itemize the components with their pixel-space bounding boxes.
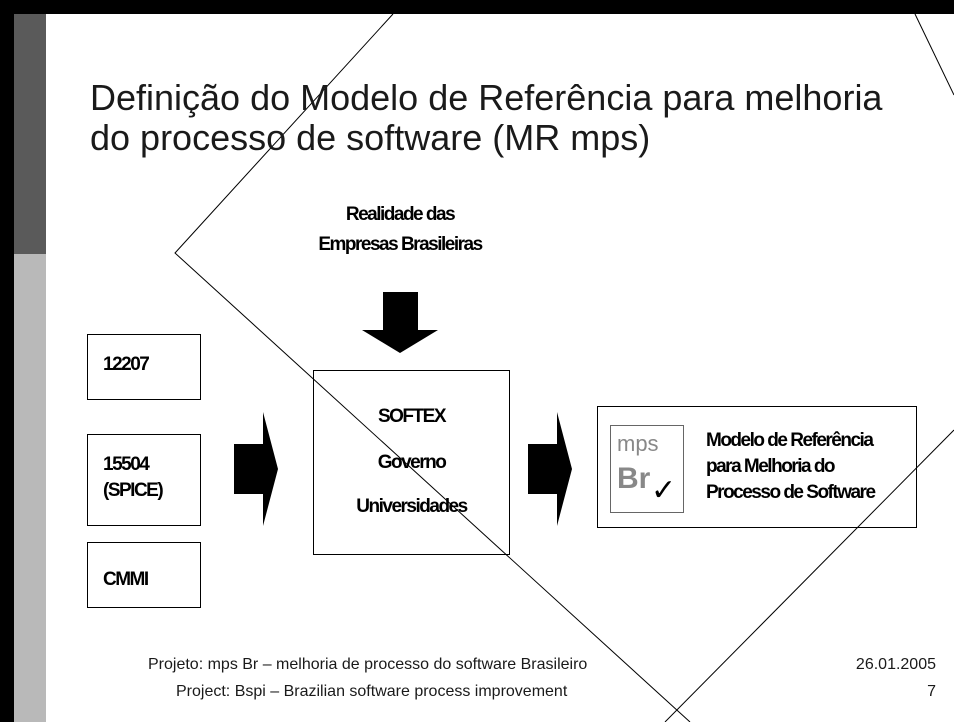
right-arrow-icon (234, 412, 278, 526)
top-input-line-1: Realidade das (345, 204, 456, 225)
footer-page-number: 7 (927, 683, 936, 700)
slide-title-line-1: Definição do Modelo de Referência para m… (90, 77, 883, 118)
standard-box-cmmi (87, 542, 201, 608)
process-label-softex: SOFTEX (377, 406, 447, 427)
standard-box-12207 (87, 334, 201, 400)
process-label-universidades: Universidades (356, 496, 468, 517)
slide-frame-top (0, 0, 954, 14)
down-arrow-icon (362, 292, 438, 353)
sidebar-accent-dark (14, 14, 46, 254)
top-input-line-2: Empresas Brasileiras (318, 234, 483, 255)
output-label-line-1: Modelo de Referência (706, 430, 874, 451)
standard-label-15504-line-1: 15504 (103, 454, 150, 475)
top-input-label: Realidade das Empresas Brasileiras (300, 200, 500, 260)
slide-frame-left (0, 0, 14, 722)
logo-text-bottom: Br (617, 462, 651, 495)
logo-text-top: mps (617, 431, 659, 456)
footer-date: 26.01.2005 (855, 656, 936, 673)
slide-title-line-2: do processo de software (MR mps) (90, 117, 651, 158)
standard-box-15504 (87, 434, 201, 526)
right-arrow-icon (528, 412, 572, 526)
footer-project-pt: Projeto: mps Br – melhoria de processo d… (148, 656, 588, 673)
checkmark-icon: ✓ (651, 474, 677, 507)
mps-br-logo: mps Br ✓ (610, 425, 684, 513)
standard-label-cmmi: CMMI (103, 569, 149, 590)
output-label: Modelo de Referência para Melhoria do Pr… (706, 428, 916, 506)
sidebar-accent-light (14, 254, 46, 722)
process-box (313, 370, 510, 555)
output-label-line-2: para Melhoria do (706, 456, 836, 477)
output-box (597, 406, 917, 528)
standard-label-15504-line-2: (SPICE) (103, 480, 164, 501)
standard-label-12207: 12207 (103, 354, 150, 375)
output-label-line-3: Processo de Software (706, 482, 876, 503)
standard-label-15504: 15504 (SPICE) (103, 452, 164, 504)
process-label-governo: Governo (377, 452, 447, 473)
footer-project-en: Project: Bspi – Brazilian software proce… (176, 683, 568, 700)
slide-title: Definição do Modelo de Referência para m… (90, 78, 930, 158)
